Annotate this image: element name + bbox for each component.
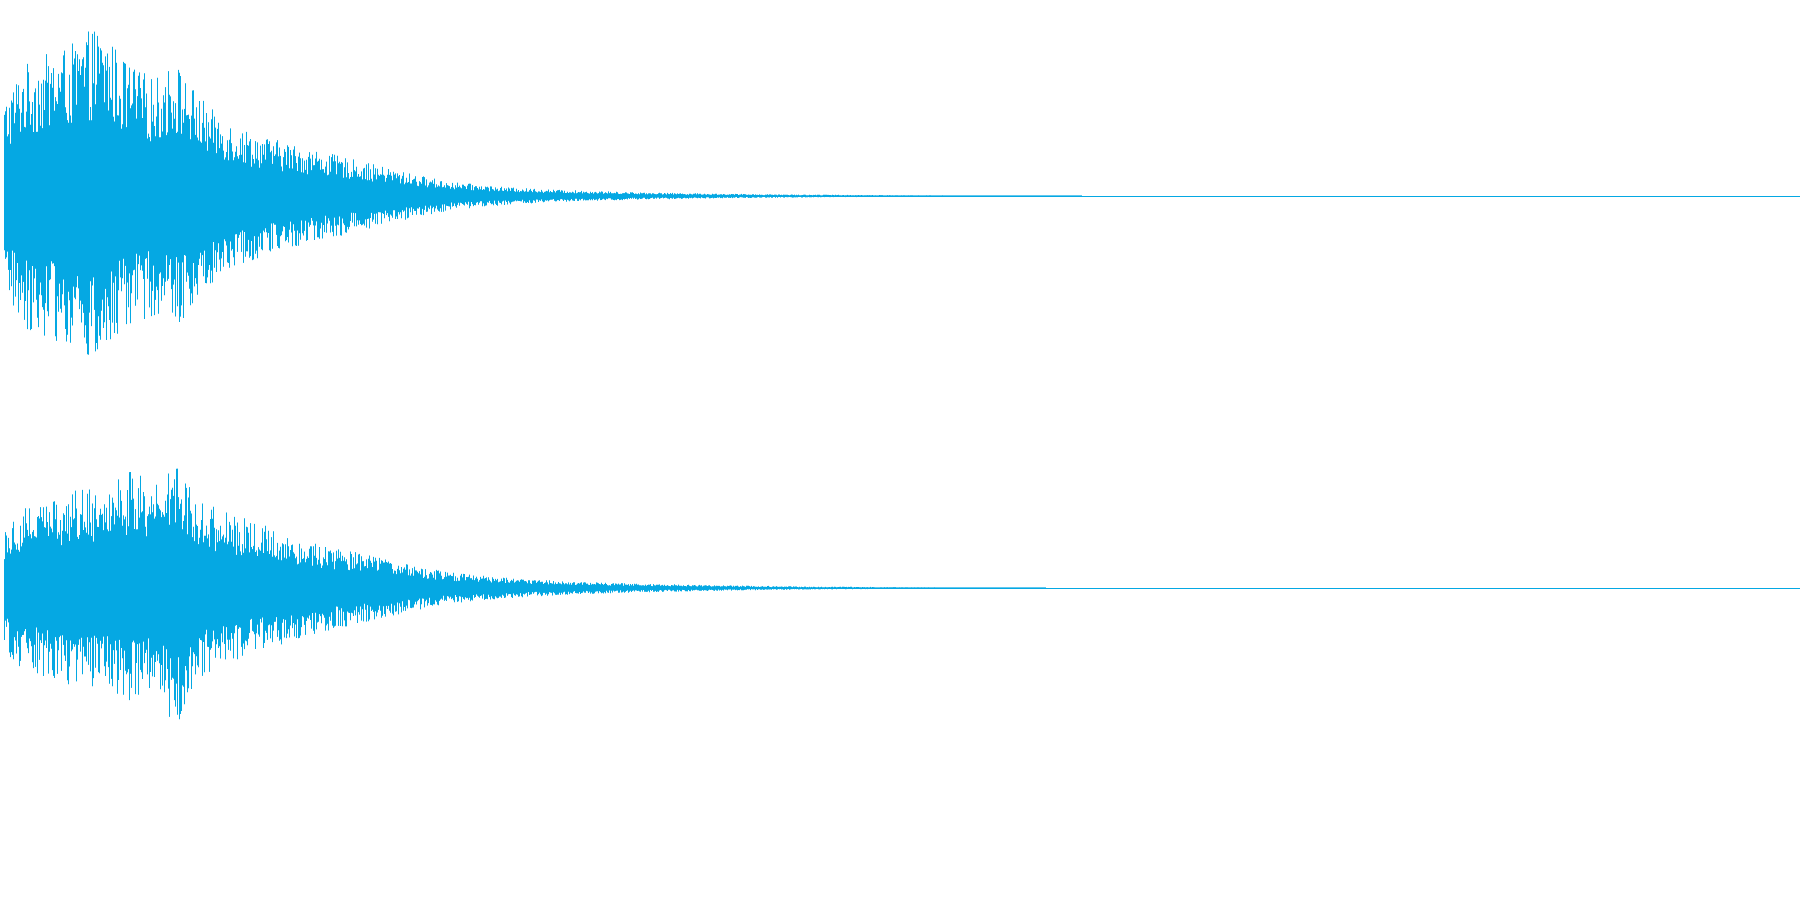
channel-left-waveform [4,31,1800,355]
waveform-right-samples [4,468,1046,720]
channel-right-waveform [4,468,1800,720]
waveform-left-samples [4,31,1082,355]
channel-right-lane [0,450,1800,900]
channel-left-bars [4,31,1082,355]
channel-left-lane [4,31,1800,355]
channel-right-bars [4,468,1046,720]
